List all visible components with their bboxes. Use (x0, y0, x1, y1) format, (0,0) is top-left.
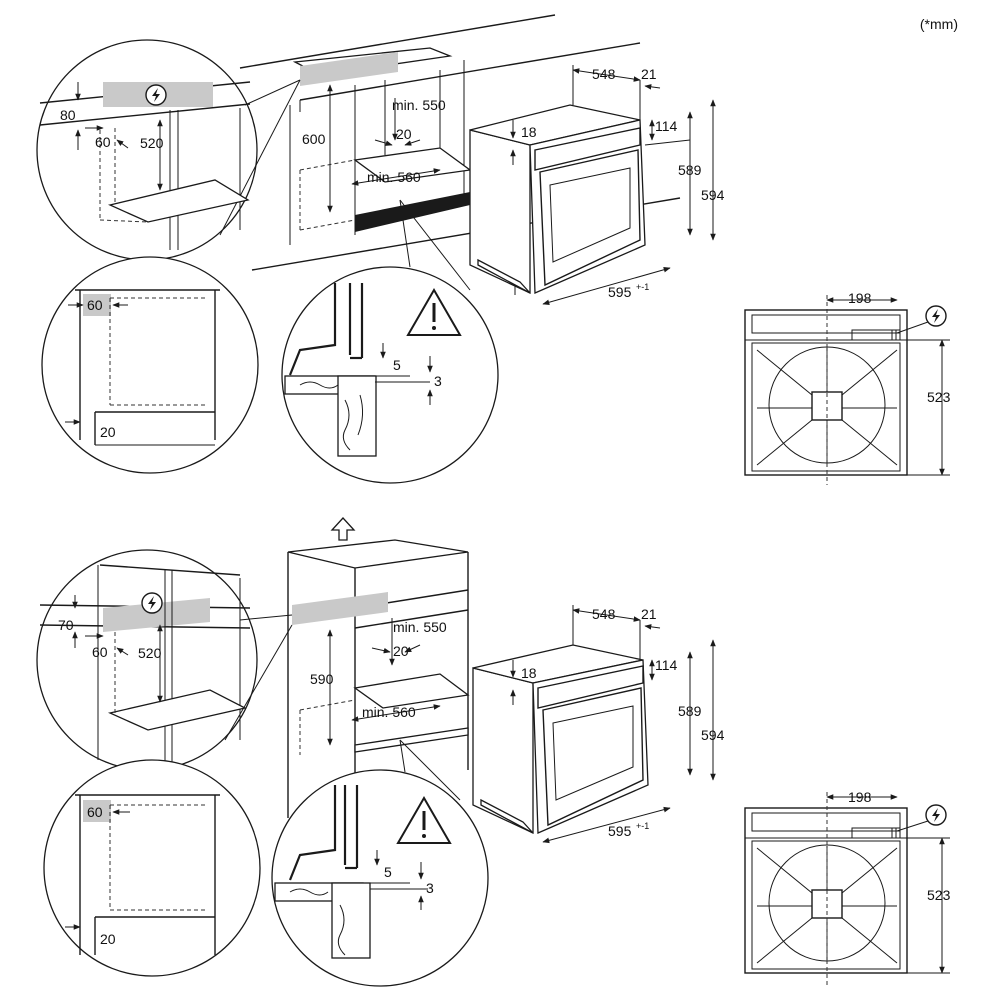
b-oven-dim-594: 594 (701, 727, 725, 743)
b-oven-dim-595-tol: +-1 (636, 821, 649, 831)
b-oven-dim-18: 18 (521, 665, 537, 681)
front-power-icon (925, 305, 947, 327)
b-oven-dim-114: 114 (655, 657, 678, 673)
dim-600: 600 (302, 131, 326, 147)
top-countertop (239, 14, 681, 271)
unit-note: (*mm) (919, 16, 958, 32)
top-detail-outlet: 80 60 520 (36, 39, 301, 261)
oven-dim-18: 18 (521, 124, 537, 140)
dim-min560: min. 560 (367, 169, 421, 185)
b-dim-590: 590 (310, 671, 334, 687)
oven-dim-595-tol: +-1 (636, 282, 649, 292)
dim-min550: min. 550 (392, 97, 446, 113)
bottom-detail-outlet: 70 60 520 (36, 549, 293, 771)
side-dim-20: 20 (100, 424, 116, 440)
b-front-dim-198: 198 (848, 789, 872, 805)
lift-arrow-icon (330, 517, 356, 541)
top-oven: 548 21 18 114 589 594 595 +-1 (469, 65, 725, 305)
gap-dim-3: 3 (434, 373, 442, 389)
oven-dim-114: 114 (655, 118, 678, 134)
bottom-oven: 548 21 18 114 589 594 595 +-1 (472, 605, 725, 844)
b-oven-dim-548: 548 (592, 606, 616, 622)
b-dim-70: 70 (58, 617, 74, 633)
bottom-tall-cabinet: 590 min. 550 20 min. 560 (287, 539, 470, 820)
front-dim-198: 198 (848, 290, 872, 306)
b-gap-dim-3: 3 (426, 880, 434, 896)
bottom-installation: 590 min. 550 20 min. 560 (36, 517, 951, 987)
power-icon (145, 84, 167, 106)
oven-dim-21: 21 (641, 66, 657, 82)
b-oven-dim-595: 595 (608, 823, 632, 839)
b-side-dim-60: 60 (87, 804, 103, 820)
side-dim-60: 60 (87, 297, 103, 313)
b-oven-dim-589: 589 (678, 703, 702, 719)
b-dim-20: 20 (393, 643, 409, 659)
bottom-detail-gap: 5 3 (271, 739, 489, 987)
bottom-front-view: 198 523 (744, 789, 951, 985)
gap-dim-5: 5 (393, 357, 401, 373)
top-cabinet-niche: 600 min. 550 20 min. 560 (299, 70, 472, 235)
b-power-icon (141, 592, 163, 614)
top-detail-gap: 5 3 (281, 199, 499, 484)
front-dim-523: 523 (927, 389, 951, 405)
b-front-power-icon (925, 804, 947, 826)
oven-dim-589: 589 (678, 162, 702, 178)
top-front-view: 198 523 (744, 290, 951, 485)
b-front-dim-523: 523 (927, 887, 951, 903)
b-gap-dim-5: 5 (384, 864, 392, 880)
b-dim-520: 520 (138, 645, 162, 661)
dim-520: 520 (140, 135, 164, 151)
oven-dim-594: 594 (701, 187, 725, 203)
oven-dim-595: 595 (608, 284, 632, 300)
b-dim-min550: min. 550 (393, 619, 447, 635)
b-oven-dim-21: 21 (641, 606, 657, 622)
top-detail-side: 60 20 (41, 256, 259, 474)
b-dim-60: 60 (92, 644, 108, 660)
dim-80: 80 (60, 107, 76, 123)
b-side-dim-20: 20 (100, 931, 116, 947)
bottom-detail-side: 60 20 (43, 759, 261, 977)
b-dim-min560: min. 560 (362, 704, 416, 720)
top-installation: 600 min. 550 20 min. 560 (36, 14, 951, 485)
dim-60: 60 (95, 134, 111, 150)
oven-dim-548: 548 (592, 66, 616, 82)
dim-20: 20 (396, 126, 412, 142)
